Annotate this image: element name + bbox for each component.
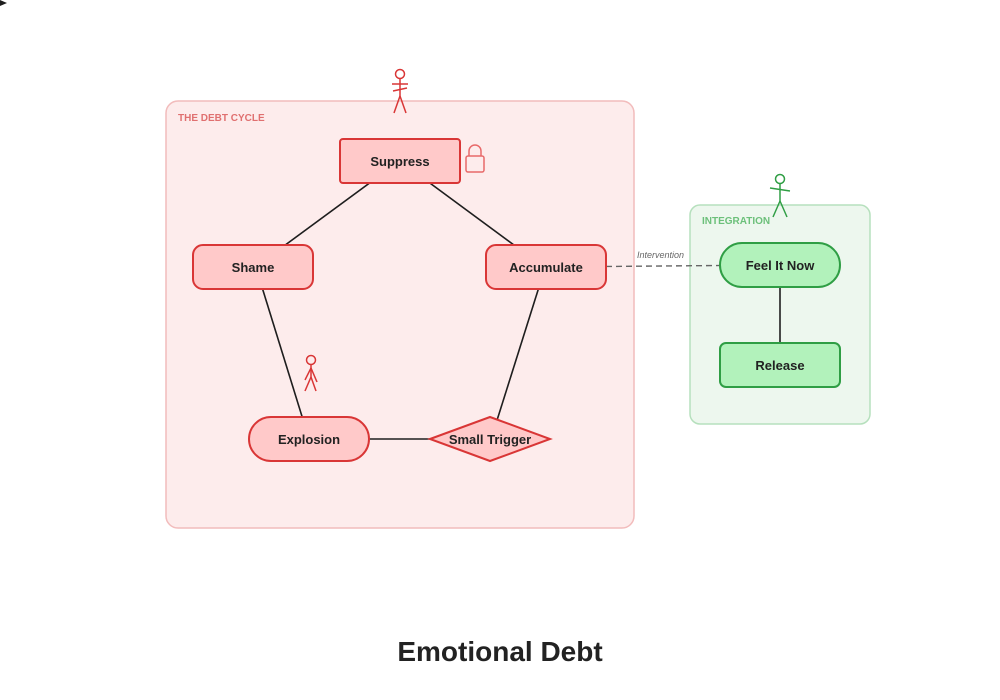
page-title: Emotional Debt	[397, 636, 603, 667]
node-shame[interactable]: Shame	[192, 244, 314, 290]
actor-icon	[392, 68, 408, 114]
debt-cycle-label: THE DEBT CYCLE	[178, 113, 265, 124]
node-release-label: Release	[755, 358, 804, 373]
node-suppress-label: Suppress	[370, 154, 429, 169]
edge-explosion-shame	[257, 271, 310, 440]
node-small-trigger[interactable]: Small Trigger	[427, 415, 553, 463]
actor-icon	[769, 173, 791, 218]
node-accumulate-label: Accumulate	[509, 260, 583, 275]
node-explosion[interactable]: Explosion	[248, 416, 370, 462]
node-feel-it-now-label: Feel It Now	[746, 258, 816, 273]
corner-arrow-icon	[0, 0, 7, 6]
integration-label: INTEGRATION	[702, 216, 770, 227]
node-accumulate[interactable]: Accumulate	[485, 244, 607, 290]
node-suppress[interactable]: Suppress	[339, 138, 461, 184]
edge-accumulate-trigger	[493, 267, 546, 433]
node-shame-label: Shame	[232, 260, 275, 275]
node-release[interactable]: Release	[719, 342, 841, 388]
actor-icon	[304, 354, 318, 392]
node-small-trigger-label: Small Trigger	[449, 432, 531, 447]
node-feel-it-now[interactable]: Feel It Now	[719, 242, 841, 288]
node-explosion-label: Explosion	[278, 432, 340, 447]
intervention-label: Intervention	[637, 250, 684, 260]
lock-icon	[465, 144, 485, 173]
